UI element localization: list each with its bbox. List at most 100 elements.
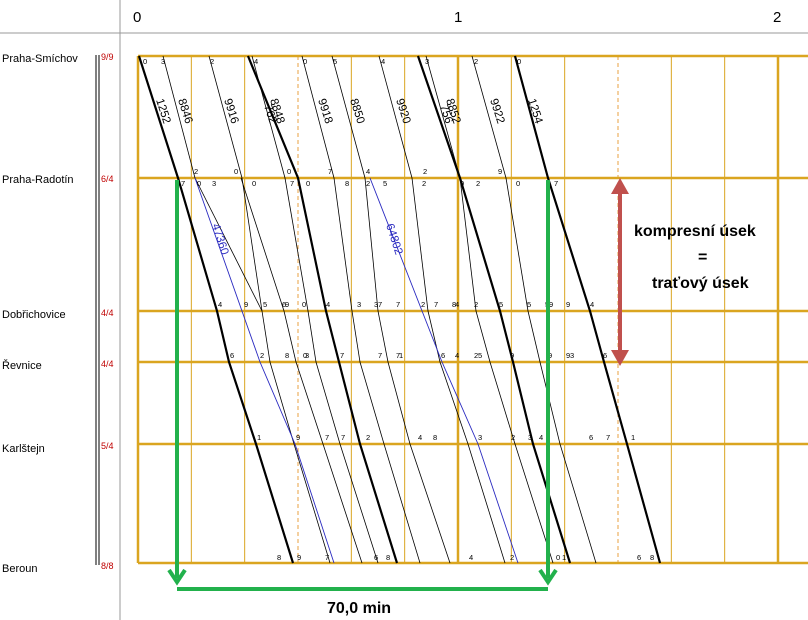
minute-mark-radotin-arrival: 7 — [328, 167, 332, 176]
minute-mark-radotin-departure: 0 — [516, 179, 520, 188]
train-number: 9918 — [315, 97, 334, 125]
minute-mark-beroun: 4 — [469, 553, 473, 562]
minute-mark-karlstejn: 3 — [478, 433, 482, 442]
minute-mark-revnice: 2 — [260, 351, 264, 360]
minute-mark-beroun: 8 — [650, 553, 654, 562]
minute-mark-revnice: 2 — [474, 351, 478, 360]
train-path-thin — [208, 55, 331, 564]
minute-mark-karlstejn: 9 — [296, 433, 300, 442]
minute-mark-smichov: 4 — [381, 57, 385, 66]
minute-mark-karlstejn: 2 — [366, 433, 370, 442]
minute-mark-smichov: 3 — [425, 57, 429, 66]
compression-arrow-down — [611, 350, 629, 366]
minute-mark-radotin-arrival: 4 — [366, 167, 370, 176]
track-count-beroun: 8/8 — [101, 561, 114, 571]
minute-mark-radotin-arrival: 0 — [234, 167, 238, 176]
minute-mark-dobrichovice: 8 — [452, 300, 456, 309]
minute-mark-beroun: 6 — [374, 553, 378, 562]
minute-mark-karlstejn: 2 — [511, 433, 515, 442]
track-count-revnice: 4/4 — [101, 359, 114, 369]
train-path-thin — [301, 55, 421, 564]
minute-mark-radotin-departure: 2 — [366, 179, 370, 188]
minute-mark-karlstejn: 8 — [433, 433, 437, 442]
minute-mark-revnice: 9 — [566, 351, 570, 360]
minute-mark-radotin-departure: 2 — [422, 179, 426, 188]
train-number: 762 — [261, 103, 278, 125]
minute-mark-revnice: 3 — [570, 351, 574, 360]
train-path-freight — [194, 177, 335, 564]
train-number: 756 — [437, 103, 454, 125]
minute-mark-radotin-departure: 8 — [345, 179, 349, 188]
time-grid — [136, 54, 808, 565]
minute-mark-radotin-arrival: 9 — [498, 167, 502, 176]
minute-mark-dobrichovice: 2 — [474, 300, 478, 309]
minute-mark-dobrichovice: 4 — [455, 300, 459, 309]
compression-arrow-up — [611, 178, 629, 194]
train-path-thick — [137, 55, 295, 564]
minute-mark-karlstejn: 7 — [606, 433, 610, 442]
minute-mark-dobrichovice: 9 — [566, 300, 570, 309]
station-praha-radotin: Praha-Radotín — [2, 174, 74, 186]
minute-mark-smichov: 0 — [303, 57, 307, 66]
minute-mark-smichov: 5 — [333, 57, 337, 66]
minute-mark-beroun: 8 — [277, 553, 281, 562]
minute-mark-dobrichovice: 9 — [285, 300, 289, 309]
minute-mark-revnice: 9 — [510, 351, 514, 360]
station-karlstejn: Karlštejn — [2, 443, 45, 455]
minute-mark-smichov: 3 — [161, 57, 165, 66]
minute-mark-dobrichovice: 4 — [326, 300, 330, 309]
minute-mark-karlstejn: 7 — [325, 433, 329, 442]
minute-mark-radotin-arrival: 2 — [423, 167, 427, 176]
minute-mark-radotin-departure: 0 — [252, 179, 256, 188]
minute-mark-dobrichovice: 4 — [218, 300, 222, 309]
hour-label-0: 0 — [133, 9, 141, 26]
duration-label: 70,0 min — [327, 600, 391, 617]
minute-mark-dobrichovice: 2 — [421, 300, 425, 309]
train-path-thin — [162, 55, 196, 179]
minute-mark-dobrichovice: 5 — [499, 300, 503, 309]
minute-mark-smichov: 4 — [254, 57, 258, 66]
minute-mark-dobrichovice: 3 — [357, 300, 361, 309]
minute-mark-dobrichovice: 0 — [302, 300, 306, 309]
minute-mark-radotin-departure: 9 — [460, 179, 464, 188]
minute-mark-dobrichovice: 9 — [244, 300, 248, 309]
minute-mark-radotin-arrival: 0 — [287, 167, 291, 176]
minute-mark-radotin-departure: 7 — [554, 179, 558, 188]
minute-mark-smichov: 2 — [210, 57, 214, 66]
train-path-thin — [471, 55, 597, 564]
train-path-thin — [194, 177, 263, 312]
track-count-dobrichovice: 4/4 — [101, 308, 114, 318]
minute-mark-beroun: 9 — [297, 553, 301, 562]
train-path-freight — [369, 177, 519, 564]
minute-mark-dobrichovice: 9 — [549, 300, 553, 309]
compression-label-1: kompresní úsek — [634, 223, 756, 240]
train-paths — [137, 55, 662, 564]
track-count-karlstejn: 5/4 — [101, 441, 114, 451]
compression-label-2: traťový úsek — [652, 275, 749, 292]
minute-mark-beroun: 0 — [556, 553, 560, 562]
minute-mark-karlstejn: 7 — [341, 433, 345, 442]
minute-mark-revnice: 8 — [285, 351, 289, 360]
minute-mark-radotin-departure: 7 — [181, 179, 185, 188]
minute-mark-beroun: 1 — [562, 553, 566, 562]
train-number: 9920 — [393, 97, 412, 125]
minute-mark-revnice: 3 — [305, 351, 309, 360]
minute-mark-dobrichovice: 3 — [374, 300, 378, 309]
minute-mark-beroun: 8 — [386, 553, 390, 562]
minute-mark-radotin-departure: 3 — [212, 179, 216, 188]
train-path-thin — [240, 177, 363, 564]
minute-mark-beroun: 7 — [325, 553, 329, 562]
minute-mark-radotin-arrival: 2 — [194, 167, 198, 176]
minute-mark-dobrichovice: 7 — [396, 300, 400, 309]
minute-mark-revnice: 7 — [340, 351, 344, 360]
train-number: 1254 — [525, 97, 545, 126]
minute-mark-revnice: 6 — [230, 351, 234, 360]
minute-mark-karlstejn: 3 — [528, 433, 532, 442]
train-path-thick — [416, 55, 572, 564]
minute-mark-beroun: 6 — [637, 553, 641, 562]
train-path-thin — [378, 55, 506, 564]
minute-mark-revnice: 7 — [396, 351, 400, 360]
train-number: 8850 — [347, 97, 366, 125]
